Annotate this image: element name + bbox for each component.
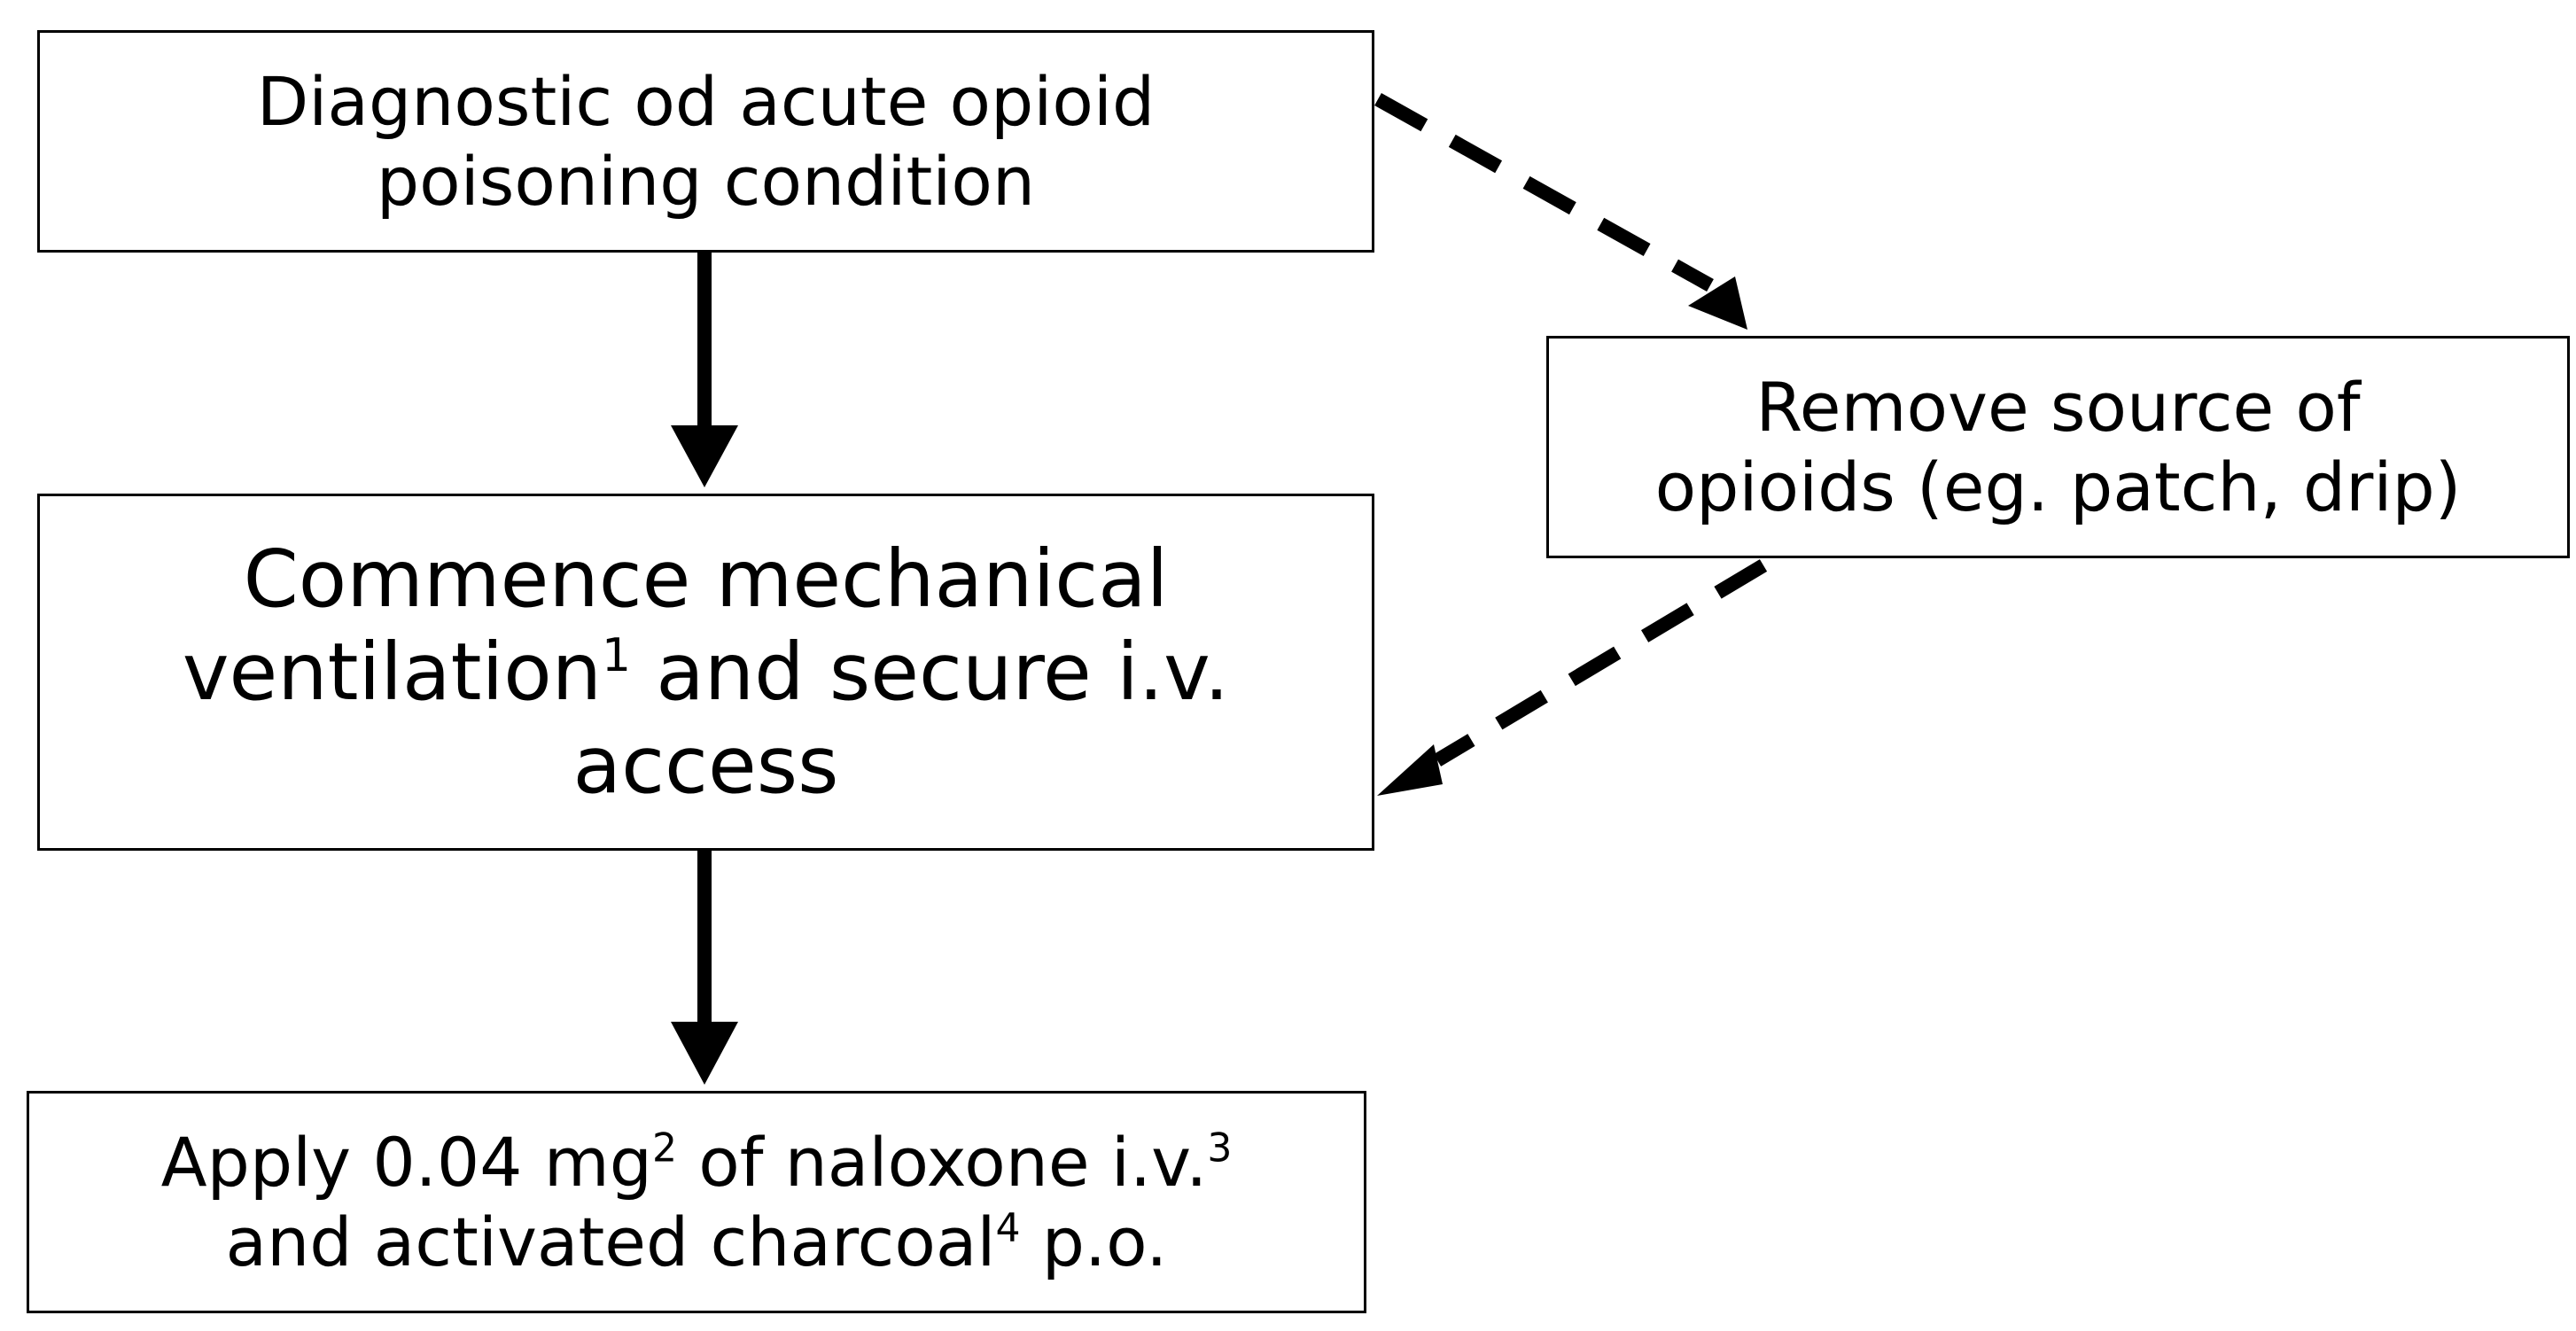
node-remove-source-line-1: Remove source of bbox=[1755, 367, 2361, 447]
edge-diagnosis-to-ventilation bbox=[671, 253, 738, 487]
node-remove-source-text: Remove source of opioids (eg. patch, dri… bbox=[1655, 368, 2462, 526]
node-naloxone-line-2: and activated charcoal4 p.o. bbox=[161, 1203, 1233, 1282]
footnote-marker-1: 1 bbox=[602, 628, 631, 682]
node-ventilation: Commence mechanical ventilation1 and sec… bbox=[37, 494, 1374, 851]
node-remove-source: Remove source of opioids (eg. patch, dri… bbox=[1546, 336, 2570, 558]
node-naloxone-line-2-post: p.o. bbox=[1020, 1202, 1168, 1281]
footnote-marker-4: 4 bbox=[995, 1205, 1021, 1251]
edge-diagnosis-to-remove-source bbox=[1374, 93, 1747, 330]
edge-ventilation-to-naloxone bbox=[671, 851, 738, 1085]
node-naloxone-line-2-pre: and activated charcoal bbox=[225, 1202, 996, 1281]
node-ventilation-text: Commence mechanical ventilation1 and sec… bbox=[183, 533, 1229, 812]
node-diagnosis-line-2: poisoning condition bbox=[376, 141, 1036, 221]
footnote-marker-3: 3 bbox=[1207, 1125, 1233, 1171]
node-naloxone-line-1-pre: Apply 0.04 mg bbox=[160, 1122, 652, 1202]
edge-remove-source-to-ventilation bbox=[1377, 559, 1768, 796]
node-remove-source-line-2: opioids (eg. patch, drip) bbox=[1654, 447, 2462, 526]
node-ventilation-line-1: Commence mechanical bbox=[243, 532, 1169, 625]
node-diagnosis-text: Diagnostic od acute opioid poisoning con… bbox=[257, 62, 1155, 221]
node-naloxone: Apply 0.04 mg2 of naloxone i.v.3 and act… bbox=[27, 1091, 1366, 1313]
node-naloxone-line-1: Apply 0.04 mg2 of naloxone i.v.3 bbox=[161, 1123, 1233, 1203]
node-ventilation-line-2-pre: ventilation bbox=[182, 625, 603, 718]
node-diagnosis: Diagnostic od acute opioid poisoning con… bbox=[37, 30, 1374, 253]
node-naloxone-line-1-mid: of naloxone i.v. bbox=[677, 1122, 1208, 1202]
node-naloxone-text: Apply 0.04 mg2 of naloxone i.v.3 and act… bbox=[161, 1123, 1233, 1281]
footnote-marker-2: 2 bbox=[651, 1125, 678, 1171]
node-diagnosis-line-1: Diagnostic od acute opioid bbox=[256, 61, 1156, 141]
node-ventilation-line-2: ventilation1 and secure i.v. bbox=[183, 626, 1229, 719]
node-ventilation-line-2-post: and secure i.v. bbox=[630, 625, 1230, 718]
node-ventilation-line-3: access bbox=[572, 719, 839, 811]
